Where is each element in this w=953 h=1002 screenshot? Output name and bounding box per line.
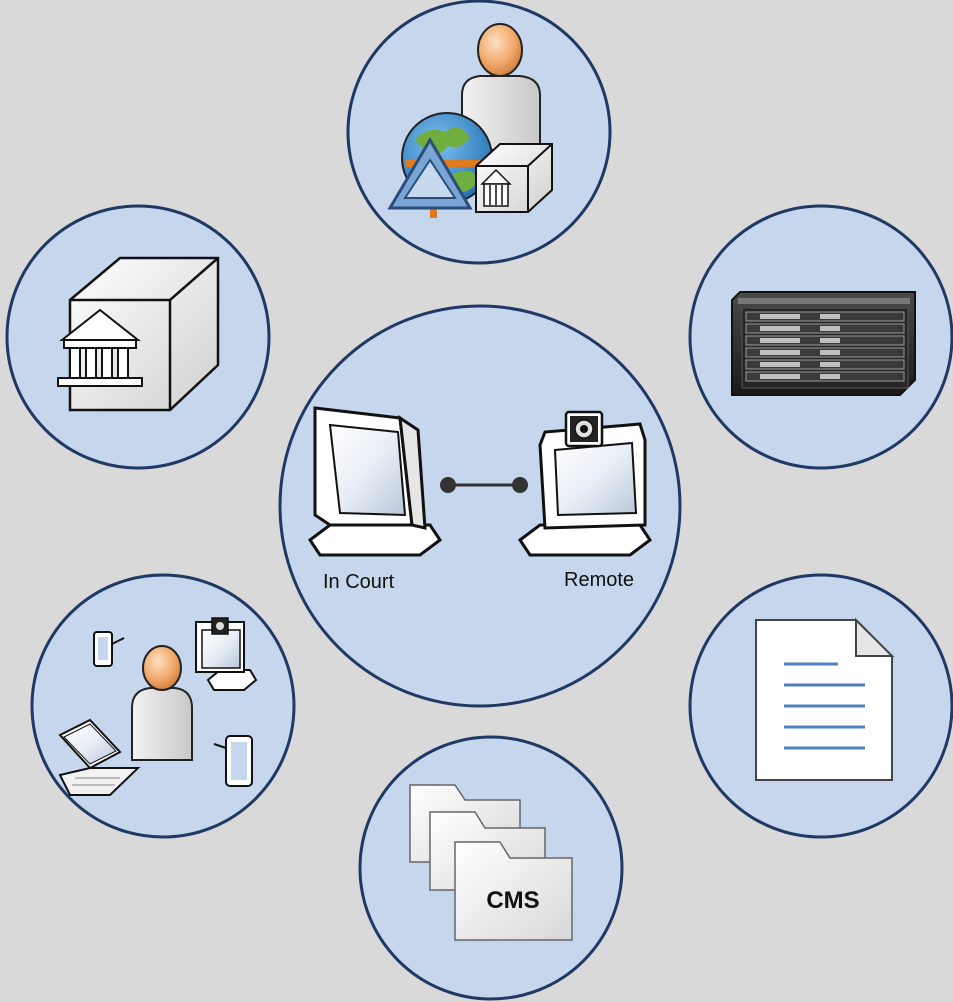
- node-video-link: In Court Remote: [278, 304, 682, 708]
- tablet-icon: [93, 631, 125, 667]
- court-building-server-icon: [57, 256, 220, 412]
- laptop-icon: [58, 718, 141, 796]
- user-icon: [131, 645, 193, 761]
- node-user-globe-server: [346, 0, 612, 265]
- remote-monitor-with-camera-icon: [517, 410, 653, 557]
- node-remote-participants: [30, 573, 296, 839]
- remote-label: Remote: [564, 569, 634, 591]
- node-server-rack: [688, 204, 953, 470]
- smartphone-icon: [213, 735, 253, 787]
- node-document: [688, 573, 953, 839]
- node-case-management-system: CMS: [358, 735, 624, 1001]
- small-court-server-icon: [475, 143, 553, 213]
- document-icon: [755, 617, 895, 781]
- cms-label: CMS: [486, 887, 539, 914]
- video-terminal-icon: [195, 617, 258, 691]
- in-court-label: In Court: [323, 571, 395, 593]
- folders-icon: CMS: [409, 784, 573, 941]
- server-rack-icon: [731, 291, 916, 396]
- node-court-building-server: [5, 204, 271, 470]
- camera-icon: [564, 410, 604, 448]
- triangle-icon: [387, 137, 473, 210]
- connection-line: [440, 477, 528, 493]
- in-court-monitor-icon: [307, 406, 443, 557]
